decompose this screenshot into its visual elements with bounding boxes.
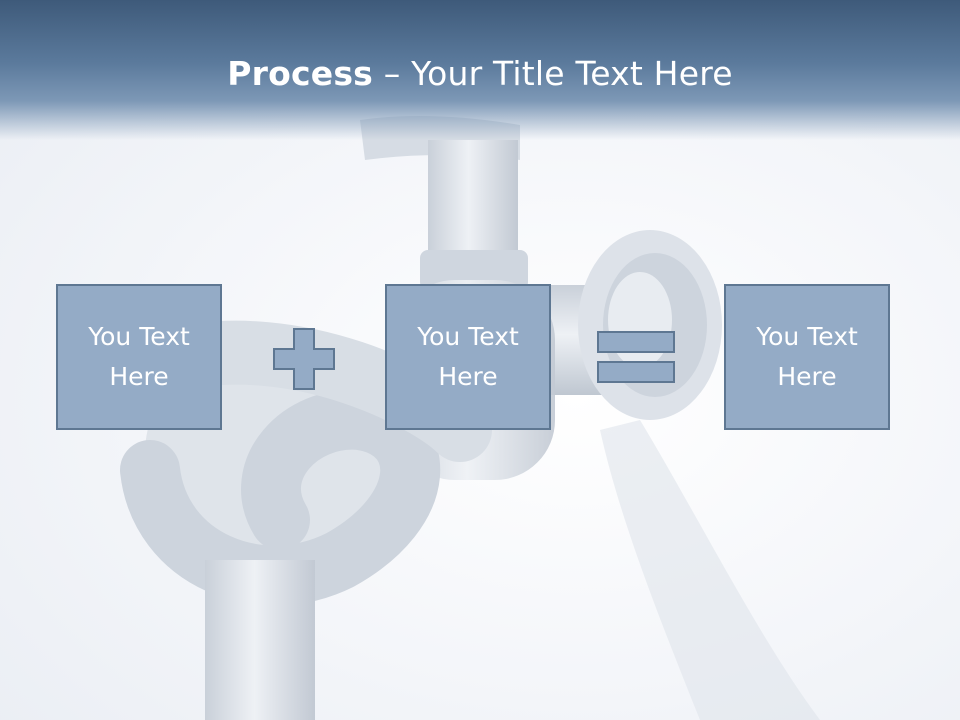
equals-icon	[597, 331, 675, 383]
slide-title[interactable]: Process – Your Title Text Here	[0, 52, 960, 96]
process-box-2[interactable]: You Text Here	[385, 284, 551, 430]
process-box-3[interactable]: You Text Here	[724, 284, 890, 430]
process-box-1-text: You Text Here	[88, 322, 190, 391]
title-text: – Your Title Text Here	[373, 54, 733, 93]
title-bar	[0, 0, 960, 140]
process-box-1[interactable]: You Text Here	[56, 284, 222, 430]
title-bold-word: Process	[227, 54, 374, 93]
process-box-3-text: You Text Here	[756, 322, 858, 391]
plus-icon	[273, 328, 335, 390]
process-box-2-text: You Text Here	[417, 322, 519, 391]
